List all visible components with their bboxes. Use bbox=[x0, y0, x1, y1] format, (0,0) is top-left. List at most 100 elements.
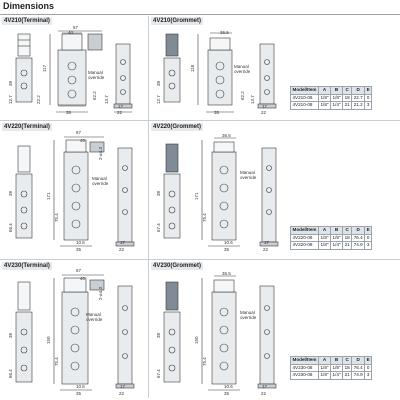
section-title-4v210-terminal: 4V210(Terminal) bbox=[2, 17, 52, 25]
dim-s2-b1: 35 bbox=[214, 110, 220, 115]
dim-s5-h2: 38 bbox=[8, 332, 13, 338]
row-divider-1 bbox=[0, 120, 400, 121]
dim-s6-h1: 150 bbox=[194, 336, 199, 344]
dim-s2-h1: 118 bbox=[190, 64, 195, 72]
dim-s5-b3: 17 bbox=[120, 384, 126, 389]
section-title-4v230-terminal: 4V230(Terminal) bbox=[2, 262, 52, 270]
dim-s2-h2: 62.2 bbox=[240, 91, 245, 100]
drawing-4v230-terminal bbox=[4, 272, 144, 396]
dim-s2-side1: 38 bbox=[156, 80, 161, 86]
dim-s1-b7: 13.7 bbox=[104, 95, 109, 104]
dim-s1-w1: 67 bbox=[73, 25, 79, 30]
page-title: Dimensions bbox=[3, 1, 55, 11]
dim-s1-side2: 12.7 bbox=[8, 95, 13, 104]
dim-s3-h3: 66.4 bbox=[8, 223, 13, 232]
dim-s5-h1: 150 bbox=[46, 336, 51, 344]
dim-s2-b3: 17 bbox=[262, 104, 268, 109]
dim-s2-w1: 36.5 bbox=[220, 30, 229, 35]
dim-s6-b1: 10.6 bbox=[224, 384, 233, 389]
table-header-row: Model/Item A B C D E bbox=[290, 226, 373, 235]
dim-s2-side2: 12.7 bbox=[156, 95, 161, 104]
drawing-4v220-grommet bbox=[152, 134, 290, 254]
dim-s1-h1: 117 bbox=[42, 64, 47, 72]
dim-s5-b6: 2-⌀4.3 bbox=[98, 287, 103, 300]
dim-s5-b1: 10.6 bbox=[76, 384, 85, 389]
dim-s3-b6: 2-⌀4.3 bbox=[98, 147, 103, 160]
dim-s4-b4: 22 bbox=[263, 247, 269, 252]
dim-s1-b3: 17 bbox=[118, 104, 124, 109]
th-c: C bbox=[342, 86, 353, 95]
dim-s1-b1: 35 bbox=[66, 110, 72, 115]
dim-s3-h1: 171 bbox=[46, 192, 51, 200]
dim-s3-b5: 75.4 bbox=[54, 213, 59, 222]
drawing-svg bbox=[15, 30, 133, 113]
dim-s4-w1: 36.5 bbox=[222, 133, 231, 138]
dim-s6-h2: 38 bbox=[156, 332, 161, 338]
dim-s6-b3: 17 bbox=[262, 384, 268, 389]
dim-s5-b4: 22 bbox=[119, 391, 125, 396]
dim-s3-b2: 35 bbox=[76, 247, 82, 252]
dim-s4-h1: 171 bbox=[194, 192, 199, 200]
dim-s6-b2: 35 bbox=[224, 391, 230, 396]
drawing-4v220-terminal bbox=[4, 134, 144, 254]
dim-s5-w2: 40 bbox=[80, 276, 86, 281]
dim-s1-b8: 22.2 bbox=[36, 95, 41, 104]
dim-s6-w1: 36.5 bbox=[222, 271, 231, 276]
dim-s3-b3: 17 bbox=[120, 240, 126, 245]
dim-s4-b1: 10.6 bbox=[224, 240, 233, 245]
dim-s1-w2: 40 bbox=[68, 30, 74, 35]
dim-s4-h2: 38 bbox=[156, 190, 161, 196]
dim-s4-b2: 35 bbox=[224, 247, 230, 252]
row-divider-2 bbox=[0, 259, 400, 260]
drawing-4v210-grommet bbox=[152, 28, 290, 118]
section-title-4v220-terminal: 4V220(Terminal) bbox=[2, 123, 52, 131]
dim-s4-b3: 17 bbox=[264, 240, 270, 245]
dim-s5-b5: 75.4 bbox=[54, 357, 59, 366]
th-d: D bbox=[351, 86, 366, 95]
dim-s1-h2: 62.2 bbox=[92, 91, 97, 100]
dim-s2-b6: 13.7 bbox=[250, 95, 255, 104]
dim-s3-b4: 22 bbox=[119, 247, 125, 252]
dim-s2-b4: 22 bbox=[261, 110, 267, 115]
dim-s4-b5: 75.4 bbox=[202, 213, 207, 222]
dim-s3-b1: 10.6 bbox=[76, 240, 85, 245]
th-e: E bbox=[364, 86, 373, 95]
dim-s3-h2: 38 bbox=[8, 190, 13, 196]
section-title-4v220-grommet: 4V220(Grommet) bbox=[151, 123, 204, 131]
dim-s5-b2: 35 bbox=[76, 391, 82, 396]
dim-s3-w2: 40 bbox=[80, 138, 86, 143]
section-title-4v210-grommet: 4V210(Grommet) bbox=[151, 17, 204, 25]
drawing-4v210-terminal bbox=[4, 28, 144, 118]
dim-s1-b4: 22 bbox=[117, 110, 123, 115]
dim-s4-h3: 67.4 bbox=[156, 223, 161, 232]
drawing-4v230-grommet bbox=[152, 272, 290, 396]
dim-s6-h3: 67.4 bbox=[156, 369, 161, 378]
table-header-row: Model/Item A B C D E bbox=[290, 356, 373, 365]
dimensions-header: Dimensions bbox=[0, 0, 400, 15]
dim-s1-side1: 38 bbox=[8, 80, 13, 86]
dim-s3-w1: 67 bbox=[76, 130, 82, 135]
dim-s5-h3: 66.4 bbox=[8, 369, 13, 378]
th-b: B bbox=[330, 86, 344, 95]
column-divider bbox=[148, 16, 149, 398]
dim-s6-b4: 22 bbox=[261, 391, 267, 396]
section-title-4v230-grommet: 4V230(Grommet) bbox=[151, 262, 204, 270]
dim-s5-w1: 67 bbox=[76, 268, 82, 273]
dim-s6-b5: 75.4 bbox=[202, 357, 207, 366]
th-model: Model/Item bbox=[290, 86, 319, 95]
th-a: A bbox=[317, 86, 332, 95]
